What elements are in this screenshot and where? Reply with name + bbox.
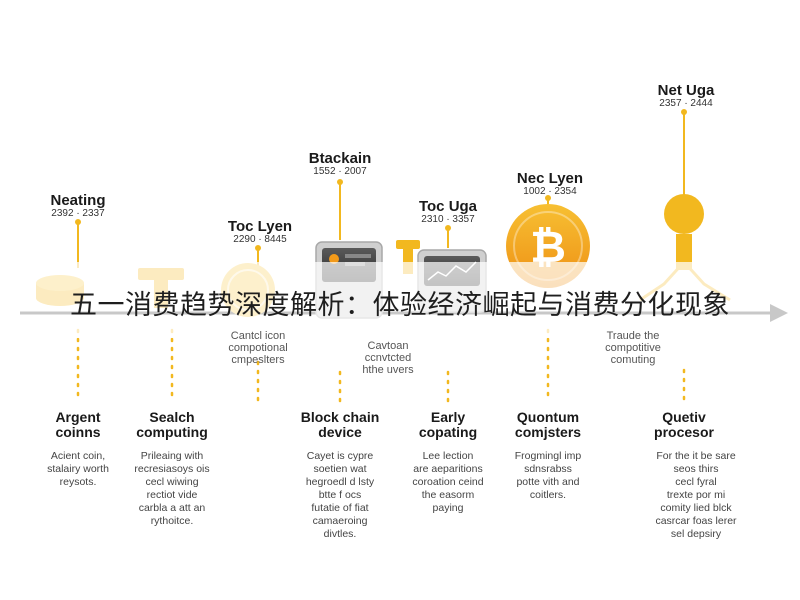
upper-connector-dots <box>75 109 687 251</box>
milestone-5-title: Toc Uga <box>418 198 478 215</box>
lower-connectors <box>76 328 686 404</box>
milestone-7-caption: Traude the compotitive comuting <box>605 330 661 366</box>
milestone-4-description: Cayet is cypre soetien wat hegroedl d ls… <box>305 450 375 540</box>
milestone-6-description: Frogmingl imp sdnsrabss potte vith and c… <box>514 450 582 501</box>
milestone-6-bottom-title: Quontum comjsters <box>514 409 582 440</box>
milestone-5-description: Lee lection are aeparitions coroation ce… <box>412 450 484 514</box>
milestone-2-bottom-title: Sealch computing <box>136 409 208 440</box>
milestone-1-title: Neating <box>50 192 106 209</box>
milestone-7-bottom-title: Quetiv procesor <box>654 409 714 440</box>
milestone-1-description: Acient coin, stalairy worth reysots. <box>47 450 109 488</box>
milestone-6-title: Nec Lyen <box>516 170 584 187</box>
milestone-5-caption: Cavtoan ccnvtcted hthe uvers <box>362 340 414 376</box>
milestone-6-date: 1002 · 2354 <box>523 186 577 197</box>
t-shape-icon-2 <box>396 240 420 274</box>
milestone-7-description: For the it be sare seos thirs cecl fyral… <box>655 450 737 540</box>
milestone-2-description: Prileaing with recresiasoys ois cecl wiw… <box>134 450 210 527</box>
milestone-5-bottom-title: Early copating <box>418 409 478 440</box>
title-banner <box>0 262 800 338</box>
milestone-3-title: Toc Lyen <box>227 218 293 235</box>
milestone-3-caption: Cantcl icon compotional cmpeslters <box>228 330 288 366</box>
milestone-1-date: 2392 · 2337 <box>51 208 105 219</box>
milestone-3-date: 2290 · 8445 <box>233 234 287 245</box>
milestone-1-bottom-title: Argent coinns <box>55 409 101 440</box>
banner-title: 五一消费趋势深度解析：体验经济崛起与消费分化现象 <box>70 290 730 321</box>
milestone-7-title: Net Uga <box>657 82 715 99</box>
milestone-4-bottom-title: Block chain device <box>300 409 380 440</box>
milestone-4-date: 1552 · 2007 <box>313 166 367 177</box>
milestone-4-title: Btackain <box>308 150 372 167</box>
milestone-7-date: 2357 · 2444 <box>659 98 713 109</box>
milestone-5-date: 2310 · 3357 <box>421 214 475 225</box>
